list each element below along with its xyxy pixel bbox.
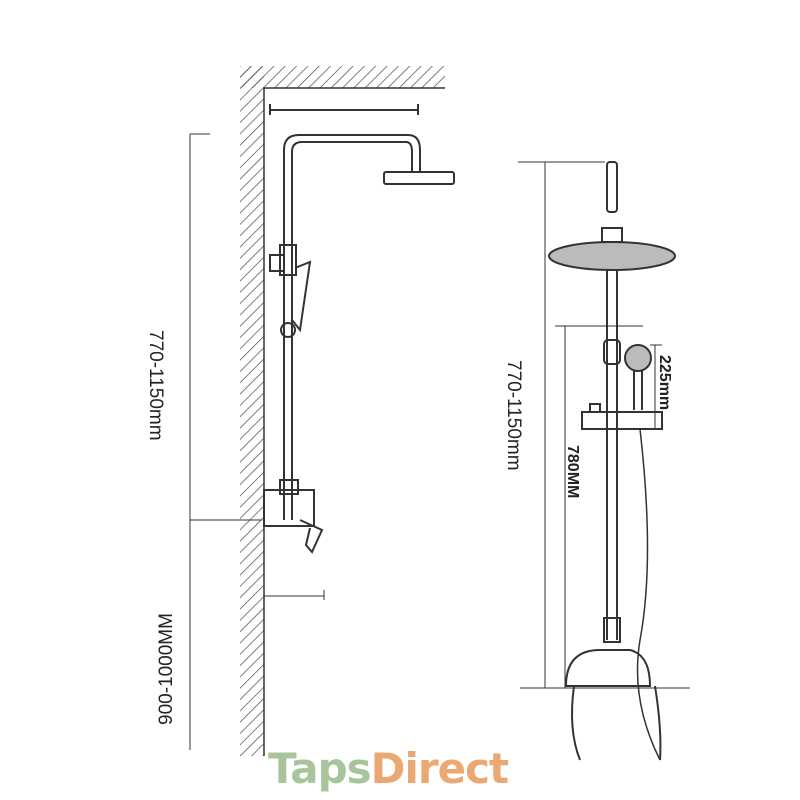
side-view-shower	[210, 104, 455, 600]
left-dimension-lines	[189, 133, 210, 750]
right-total-height-label: 770-1150mm	[503, 360, 524, 471]
handset-length-label: 225mm	[656, 355, 673, 410]
wall-side-view	[240, 66, 445, 756]
left-total-height-label: 770-1150mm	[145, 330, 166, 441]
right-dimension-lines	[518, 161, 690, 689]
tapsdirect-logo: TapsDirect	[268, 744, 509, 793]
logo-taps: Taps	[268, 744, 372, 793]
slider-height-label: 780MM	[564, 445, 581, 498]
left-inlet-height-label: 900-1000MM	[156, 613, 177, 725]
front-view-shower	[548, 161, 676, 761]
logo-direct: Direct	[370, 744, 509, 793]
